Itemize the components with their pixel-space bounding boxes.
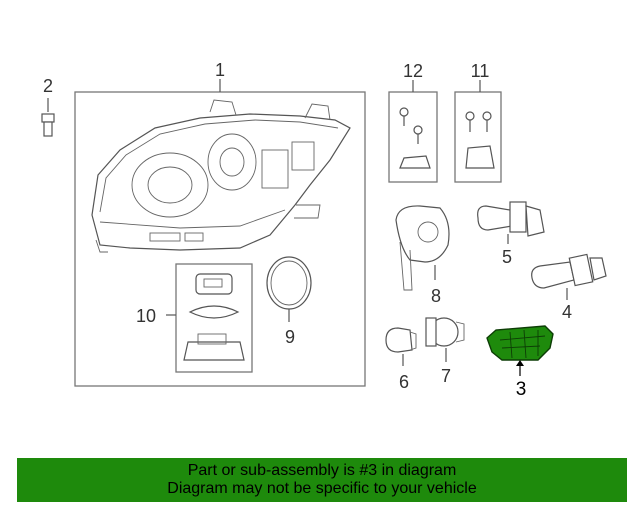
screw-and-clip-icons-11 [465,111,495,169]
banner-line-2: Diagram may not be specific to your vehi… [167,480,477,497]
arrowhead-3 [516,360,524,366]
highlighted-bracket-part-3 [486,325,554,361]
callout-1: 1 [215,60,225,80]
bolt-icon [41,113,55,137]
part-info-banner: Part or sub-assembly is #3 in diagram Di… [17,458,627,502]
bulb-socket-7 [425,317,465,347]
small-bulb-6 [385,327,417,353]
callout-7: 7 [441,366,451,386]
headlamp-bulb-5 [477,201,545,237]
parts-diagram: 1 10 9 2 12 [41,60,607,400]
banner-line-1: Part or sub-assembly is #3 in diagram [187,462,457,479]
clip-kit-box-11 [454,91,502,183]
headlamp-housing [91,99,351,253]
ballast-kit-box [175,263,253,373]
headlamp-bulb-4 [531,253,607,289]
callout-4: 4 [562,302,572,322]
callout-2: 2 [43,76,53,96]
callout-8: 8 [431,286,441,306]
callout-12: 12 [403,61,423,81]
callout-10: 10 [136,306,156,326]
callout-5: 5 [502,247,512,267]
ballast-components [183,273,245,361]
bulb-socket-cover [395,205,450,291]
callout-11: 11 [471,61,490,81]
callout-9: 9 [285,327,295,347]
gasket-ring [266,256,312,310]
callout-3: 3 [516,379,527,400]
screw-and-clip-icons-12 [399,107,431,169]
callout-6: 6 [399,372,409,392]
